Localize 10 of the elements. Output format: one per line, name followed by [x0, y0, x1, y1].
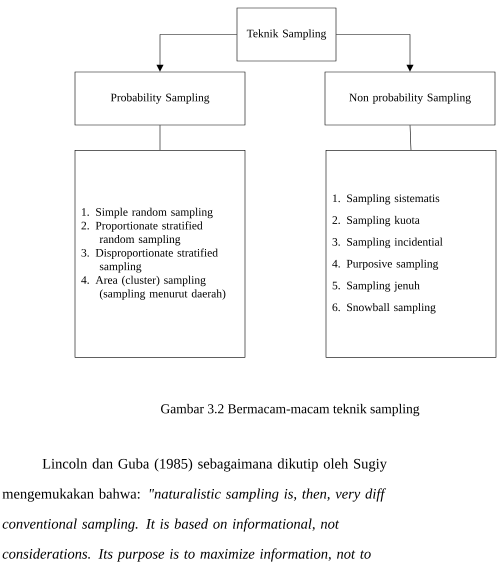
paragraph-line: Lincoln dan Guba (1985) sebagaimana dikutip oleh Sugiy — [42, 458, 387, 472]
paragraph-line: conventional sampling. It is based on informational, not — [2, 518, 340, 532]
list-box: 1. Sampling sistematis 2. Sampling kuota 3. Sampling incidential 4. Purposive sampling 5. Sampling jenuh 6. Snowball sampling — [326, 150, 496, 358]
caption: Gambar 3.2 Bermacam-macam teknik sampling — [161, 404, 420, 416]
process-box: Teknik Sampling — [236, 8, 336, 62]
paragraph-line: considerations. Its purpose is to maximize information, not to — [2, 548, 371, 562]
paragraph-line: mengemukakan bahwa: "naturalistic sampling is, then, very diff — [2, 488, 386, 502]
list-box: 1. Simple random sampling 2. Proportionate stratified random sampling 3. Disproportionate stratified sampling 4. Area (cluster) sampling (sampling menurut daerah) — [74, 150, 246, 358]
process-box: Non probability Sampling — [324, 72, 496, 126]
process-box: Probability Sampling — [74, 72, 246, 126]
